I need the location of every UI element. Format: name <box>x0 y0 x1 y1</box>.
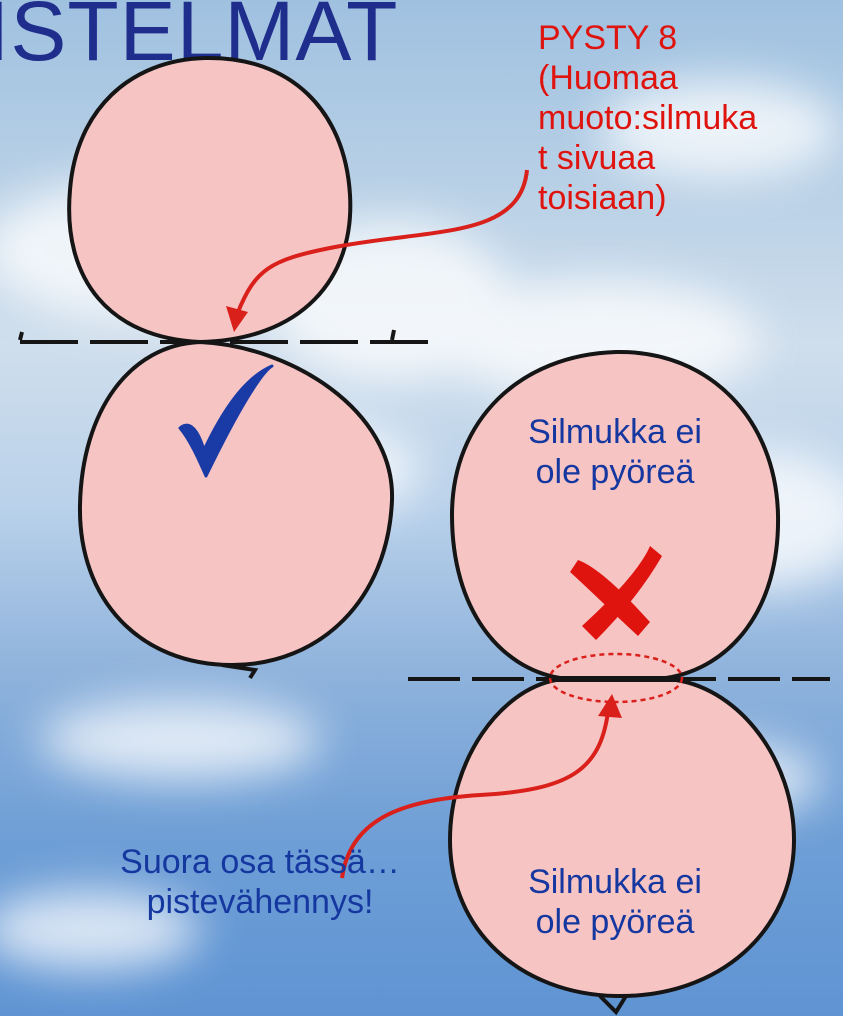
note-line: muoto:silmuka <box>538 99 758 138</box>
label-line: Silmukka ei <box>528 413 702 451</box>
note-line: toisiaan) <box>538 179 667 218</box>
top-loop-incorrect <box>449 349 781 680</box>
straight-section-arrow <box>340 711 610 879</box>
baseline-end-tick <box>18 331 24 341</box>
stroke-tail <box>598 994 628 1016</box>
loop-not-round-label-bottom: Silmukka ei ole pyöreä <box>470 862 760 942</box>
loop-not-round-label-top: Silmukka ei ole pyöreä <box>470 412 760 492</box>
correct-figure-eight <box>18 55 440 680</box>
note-arrow-head <box>226 306 248 332</box>
note-line: PYSTY 8 <box>538 19 678 57</box>
note-line: (Huomaa <box>538 59 678 98</box>
top-loop-correct <box>67 55 353 345</box>
label-line: Suora osa tässä… <box>120 843 400 881</box>
bottom-loop-correct <box>77 339 395 668</box>
figure-eight-note: PYSTY 8 (Huomaa muoto:silmuka t sivuaa t… <box>538 18 828 219</box>
label-line: ole pyöreä <box>535 903 695 942</box>
label-line: ole pyöreä <box>535 453 695 492</box>
cross-mark-icon <box>570 546 662 640</box>
label-line: Silmukka ei <box>528 863 702 901</box>
straight-section-label: Suora osa tässä… pistevähennys! <box>40 842 480 922</box>
note-line: t sivuaa <box>538 139 656 178</box>
label-line: pistevähennys! <box>146 883 374 922</box>
check-mark-icon <box>178 364 274 478</box>
bottom-loop-incorrect <box>447 678 797 999</box>
baseline-end-tick <box>390 329 396 341</box>
incorrect-figure-eight <box>408 349 830 1016</box>
note-arrow <box>236 169 529 313</box>
stroke-tail <box>221 663 259 680</box>
straight-section-highlight <box>548 652 684 704</box>
straight-section-arrow-head <box>598 694 622 718</box>
